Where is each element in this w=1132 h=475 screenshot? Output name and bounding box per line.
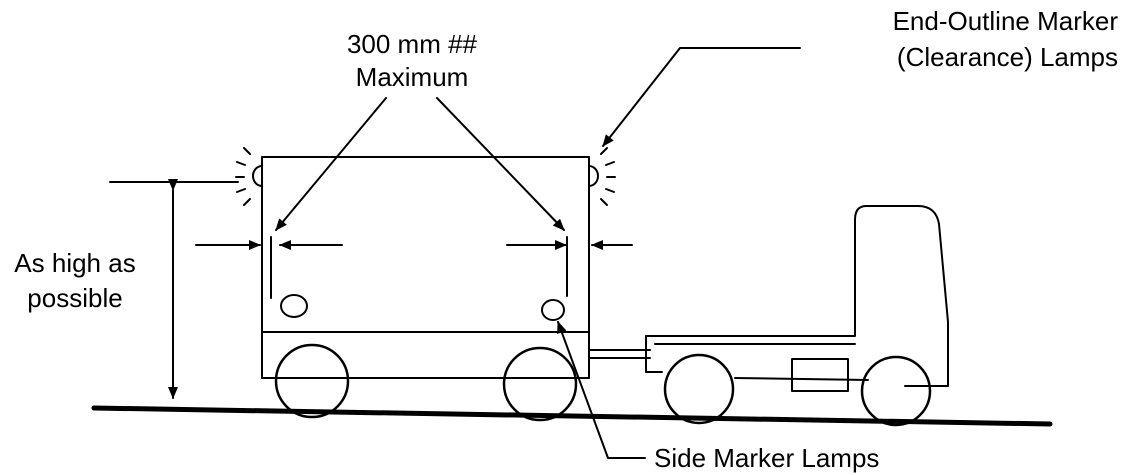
coupling: [588, 349, 651, 359]
leader-dimension-front: [275, 97, 387, 231]
trailer-wheel-front: [274, 343, 350, 419]
dimension-label-line1: 300 mm ##: [347, 29, 478, 59]
tractor-unit: [645, 205, 949, 427]
rear-dimension: [506, 236, 633, 297]
clearance-lamp-right: [588, 147, 616, 206]
side-marker-label: Side Marker Lamps: [654, 443, 879, 473]
side-marker-lamp-front: [280, 294, 308, 318]
end-outline-label-line1: End-Outline Marker: [893, 6, 1119, 36]
leader-end-outline: [602, 47, 801, 147]
fuel-tank: [791, 358, 849, 392]
tractor-wheel-rear: [860, 355, 932, 427]
trailer-wheel-rear: [502, 346, 578, 422]
trailer-body: [261, 156, 590, 379]
leader-dimension-rear: [436, 97, 565, 231]
height-dimension: [109, 179, 239, 399]
dimension-label-line2: Maximum: [356, 62, 469, 92]
side-marker-lamp-rear: [541, 299, 565, 321]
clearance-lamp-left: [235, 147, 263, 206]
leader-side-marker: [557, 321, 646, 459]
height-label-line2: possible: [27, 283, 122, 313]
ground-line: [91, 405, 1053, 427]
front-dimension: [195, 236, 343, 299]
end-outline-label-line2: (Clearance) Lamps: [897, 42, 1118, 72]
tractor-wheel-front: [663, 353, 735, 425]
height-label-line1: As high as: [14, 248, 135, 278]
